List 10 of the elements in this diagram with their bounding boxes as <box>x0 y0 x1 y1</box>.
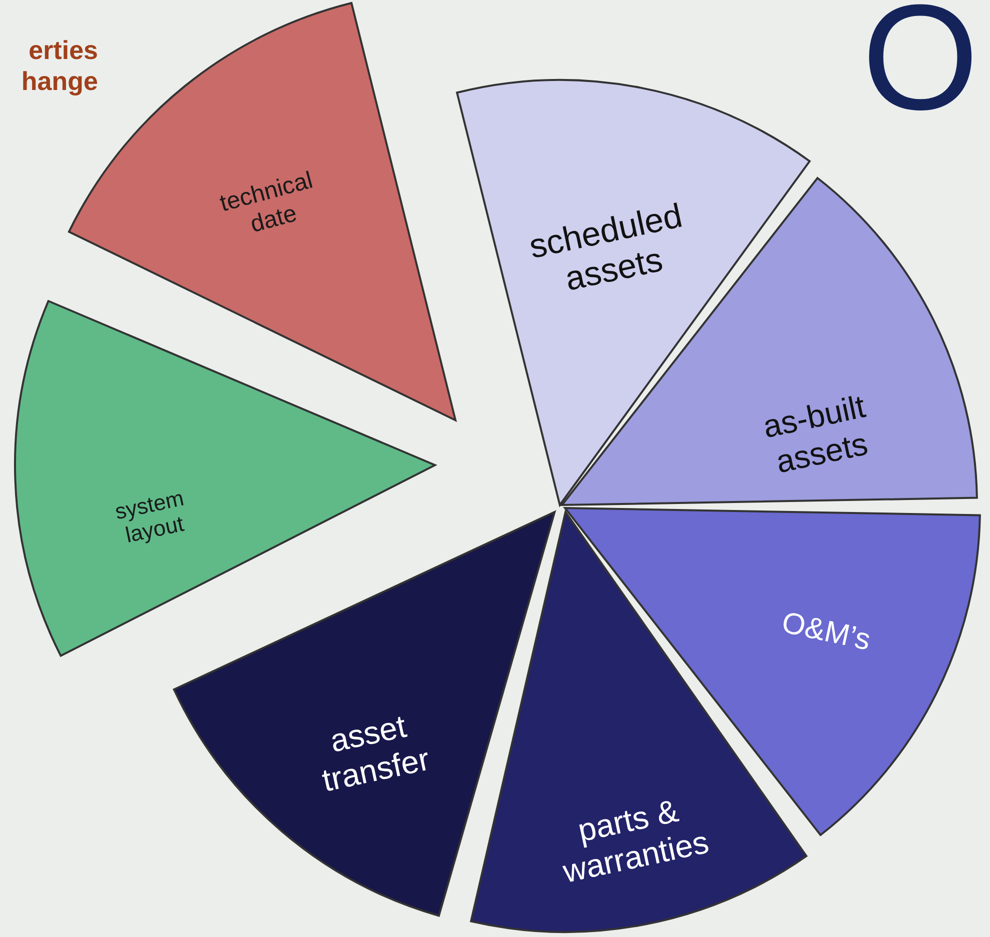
segment-label: parts & warranties <box>558 791 713 892</box>
segment-label: as-built assets <box>758 387 872 482</box>
heading-text: erties hange <box>20 35 98 98</box>
segment-label: system layout <box>112 484 188 550</box>
segment-label: asset transfer <box>318 706 434 800</box>
pie-segment <box>15 300 435 656</box>
title-text: O <box>862 0 980 132</box>
segment-label: technical date <box>216 166 317 240</box>
segment-label: scheduled assets <box>525 196 687 300</box>
segment-label: O&M’s <box>778 605 874 659</box>
